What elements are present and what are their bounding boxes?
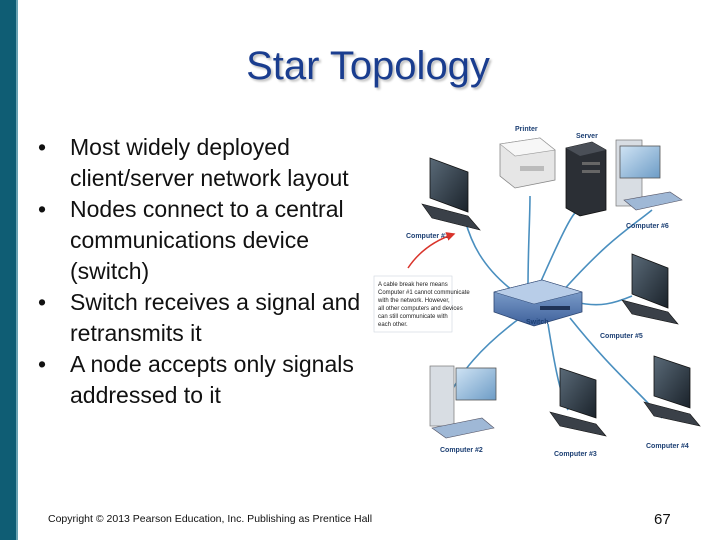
computer2-label: Computer #2: [440, 447, 483, 454]
copyright-footer: Copyright © 2013 Pearson Education, Inc.…: [48, 513, 373, 525]
cable-computer1: [464, 219, 521, 297]
printer-label: Printer: [515, 126, 538, 133]
bullet-item: • Nodes connect to a central communicatio…: [34, 194, 374, 287]
note-line: Computer #1 cannot communicate: [378, 290, 470, 296]
printer-icon: [499, 137, 556, 189]
star-topology-diagram: Printer Server Computer #6 Computer #1 C…: [373, 126, 701, 458]
bullet-text: Nodes connect to a central communication…: [70, 196, 344, 284]
cable-server: [537, 212, 576, 289]
bullet-text: Switch receives a signal and retransmits…: [70, 289, 361, 346]
bullet-item: • Most widely deployed client/server netw…: [34, 132, 374, 194]
server-label: Server: [576, 133, 598, 140]
left-accent-line: [16, 0, 18, 540]
note-line: can still communicate with: [378, 314, 448, 320]
computer4-icon: [643, 355, 701, 427]
bullet-marker: •: [38, 134, 47, 160]
bullet-marker: •: [38, 351, 47, 377]
note-line: with the network. However,: [377, 298, 450, 304]
note-line: A cable break here means: [378, 282, 448, 288]
computer3-icon: [549, 367, 607, 437]
computer2-icon: [429, 365, 497, 439]
computer1-label: Computer #1: [406, 233, 449, 240]
note-line: each other.: [378, 322, 408, 328]
slide-title: Star Topology: [246, 44, 490, 88]
computer6-label: Computer #6: [626, 223, 669, 230]
cable-break-arrow: [407, 232, 456, 269]
bullet-item: • Switch receives a signal and retransmit…: [34, 287, 374, 349]
cable-computer6: [559, 209, 653, 295]
bullet-text: Most widely deployed client/server netwo…: [70, 134, 349, 191]
bullet-marker: •: [38, 196, 47, 222]
computer6-icon: [615, 139, 683, 211]
left-accent-bar: [0, 0, 16, 540]
cable-break-note: A cable break here means Computer #1 can…: [373, 275, 470, 333]
bullet-marker: •: [38, 289, 47, 315]
cable-printer: [527, 195, 531, 289]
switch-label: Switch: [526, 319, 549, 326]
computer5-icon: [621, 253, 679, 325]
computer4-label: Computer #4: [646, 443, 689, 450]
computer3-label: Computer #3: [554, 451, 597, 458]
computer5-label: Computer #5: [600, 333, 643, 340]
computer1-icon: [421, 157, 481, 231]
page-number: 67: [654, 511, 671, 528]
bullet-item: • A node accepts only signals addressed t…: [34, 349, 374, 411]
bullet-text: A node accepts only signals addressed to…: [70, 351, 354, 408]
switch-icon: [493, 279, 583, 327]
server-icon: [565, 141, 607, 217]
note-line: all other computers and devices: [378, 306, 463, 312]
bullet-list: • Most widely deployed client/server netw…: [34, 132, 374, 411]
